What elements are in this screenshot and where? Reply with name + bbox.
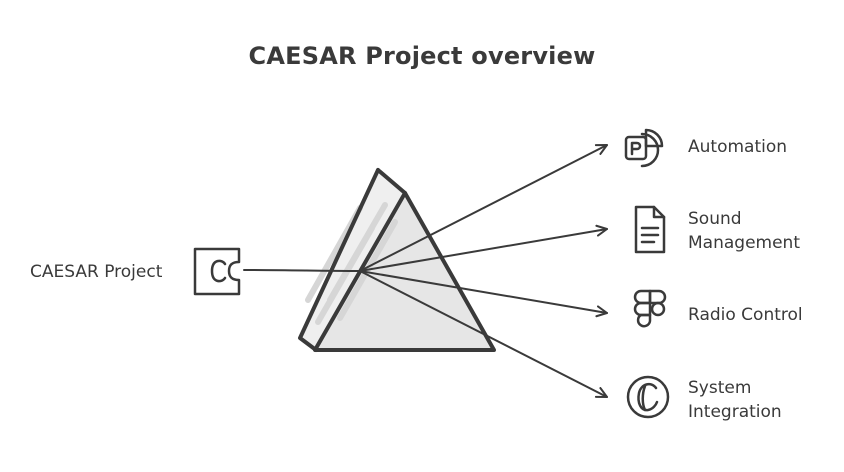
powerpoint-icon [624, 128, 664, 168]
document-icon [634, 205, 666, 254]
output-label-line: Integration [688, 402, 782, 422]
input-line [243, 269, 361, 272]
source-label: CAESAR Project [30, 262, 163, 282]
figma-icon [633, 289, 667, 328]
page-title: CAESAR Project overview [248, 42, 596, 70]
output-label-system-integration: System Integration [688, 376, 782, 424]
ray-radio [359, 270, 608, 318]
output-label-line: Sound [688, 209, 742, 229]
output-label-line: Automation [688, 137, 788, 157]
copyright-c-icon [626, 375, 670, 419]
ray-system [359, 270, 608, 398]
prism-shape [298, 168, 496, 352]
puzzle-piece-icon [193, 247, 241, 296]
ray-automation [359, 144, 608, 272]
ray-sound [359, 224, 608, 272]
output-label-radio-control: Radio Control [688, 303, 803, 327]
output-label-sound-management: Sound Management [688, 207, 800, 255]
output-label-line: Management [688, 233, 800, 253]
output-label-line: Radio Control [688, 305, 803, 325]
output-label-line: System [688, 378, 752, 398]
output-label-automation: Automation [688, 135, 787, 159]
